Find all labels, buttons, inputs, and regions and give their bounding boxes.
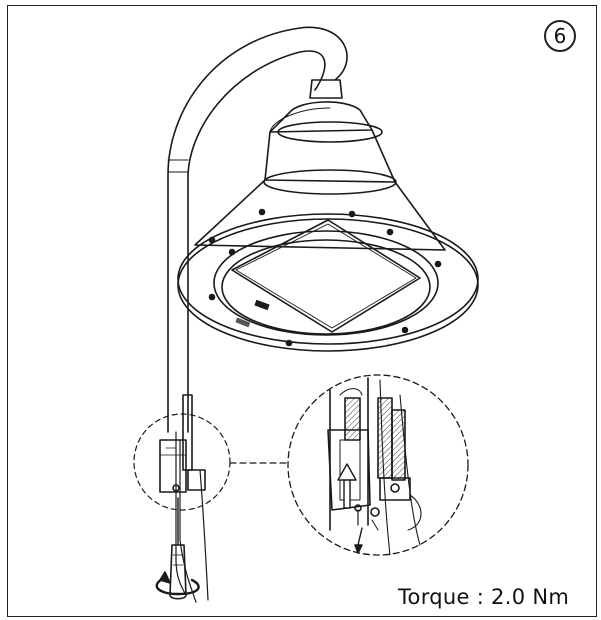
step-number-badge: 6 xyxy=(544,20,576,52)
up-arrow-icon xyxy=(337,463,357,509)
wires xyxy=(175,431,209,603)
detail-zoom-circle xyxy=(287,374,469,556)
pole-arm xyxy=(167,26,348,433)
lamp-flange xyxy=(177,213,479,352)
instruction-frame xyxy=(7,5,597,617)
torque-label: Torque : 2.0 Nm xyxy=(398,585,570,609)
screwdriver-icon xyxy=(169,497,187,600)
pole-base-detail xyxy=(159,394,206,493)
detail-source-circle xyxy=(133,413,231,511)
rotation-arrow-icon xyxy=(155,571,200,596)
